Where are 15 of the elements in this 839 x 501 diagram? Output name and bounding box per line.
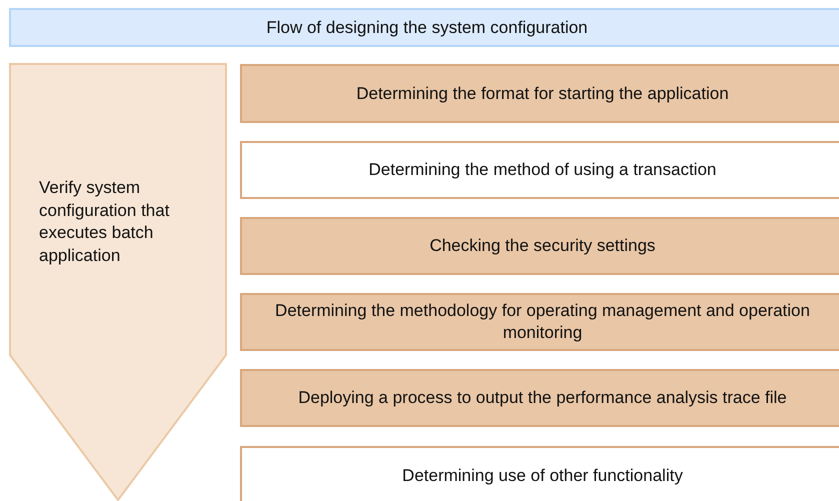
step-label: Determining the method of using a transaction [368, 159, 716, 181]
step-label: Deploying a process to output the performance analysis trace file [298, 387, 787, 409]
step-box [240, 64, 839, 123]
phase-label: Verify system configuration that executes batch application [39, 177, 170, 266]
heading-band [9, 8, 839, 47]
step-box [240, 141, 839, 199]
step-box [240, 446, 839, 501]
flow-heading: Flow of designing the system configuration [266, 16, 588, 38]
step-label: Determining the methodology for operating management and operation monitoring [274, 300, 811, 344]
step-label: Determining use of other functionality [402, 465, 683, 487]
step-label: Determining the format for starting the application [356, 82, 729, 104]
step-box [240, 369, 839, 427]
step-label: Checking the security settings [430, 235, 656, 257]
step-box [240, 217, 839, 275]
step-box [240, 293, 839, 351]
